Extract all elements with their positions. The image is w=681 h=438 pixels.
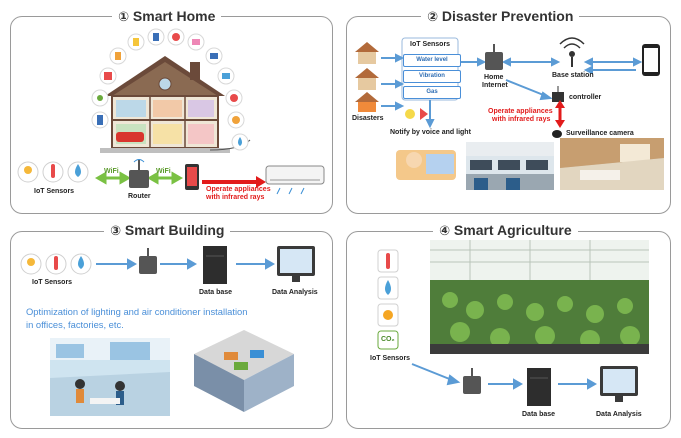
controller-label: controller [569,94,602,101]
panel-title-text: Smart Building [124,222,225,238]
panel-number: ③ [110,223,122,238]
home-iot-sensors-label: IoT Sensors [34,188,75,195]
building-description-2: in offices, factories, etc. [26,319,124,330]
home-operate-label-2: with infrared rays [206,194,265,201]
disaster-operate-label-2: with infrared rays [492,116,551,123]
office-photo [466,142,554,190]
home-internet-label-2: Internet [482,82,508,89]
agri-data-analysis-label: Data Analysis [596,411,642,418]
disasters-label: Disasters [352,115,384,122]
home-operate-label: Operate appliances [206,186,271,193]
gas-box: Gas [403,86,461,99]
water-level-box: Water level [403,54,461,67]
disaster-operate-label: Operate appliances [488,108,553,115]
agri-iot-sensors-label: IoT Sensors [370,355,411,362]
home-internet-label: Home [484,74,504,81]
panel-title-agriculture: ④ Smart Agriculture [433,222,578,239]
office-illustration-1 [50,338,170,416]
co2-label: CO₂ [381,336,395,343]
greenhouse-photo [430,240,649,354]
surveillance-label: Surveillance camera [566,130,634,137]
panel-number: ① [118,9,130,24]
home-sensor-icons [17,161,89,183]
building-data-analysis-label: Data Analysis [272,289,318,296]
panel-title-disaster: ② Disaster Prevention [421,8,580,25]
building-description-1: Optimization of lighting and air conditi… [26,306,248,317]
panel-number: ② [427,9,439,24]
panel-title-smart-home: ① Smart Home [112,8,222,25]
home-wifi-right-label: WiFi [156,168,171,175]
panel-title-building: ③ Smart Building [104,222,231,239]
base-station-label: Base station [552,72,594,79]
panel-title-text: Disaster Prevention [441,8,574,24]
disaster-iot-sensors-label: IoT Sensors [410,41,451,48]
building-iot-sensors-label: IoT Sensors [32,279,73,286]
panel-title-text: Smart Agriculture [453,222,572,238]
notify-label: Notify by voice and light [390,129,471,136]
home-router-label: Router [128,193,151,200]
agri-database-label: Data base [522,411,556,418]
office-illustration-2 [184,324,298,416]
panel-number: ④ [439,223,451,238]
panel-title-text: Smart Home [132,8,216,24]
home-wifi-left-label: WiFi [104,168,119,175]
vibration-box: Vibration [403,70,461,83]
building-database-label: Data base [199,289,233,296]
room-photo [560,138,664,190]
